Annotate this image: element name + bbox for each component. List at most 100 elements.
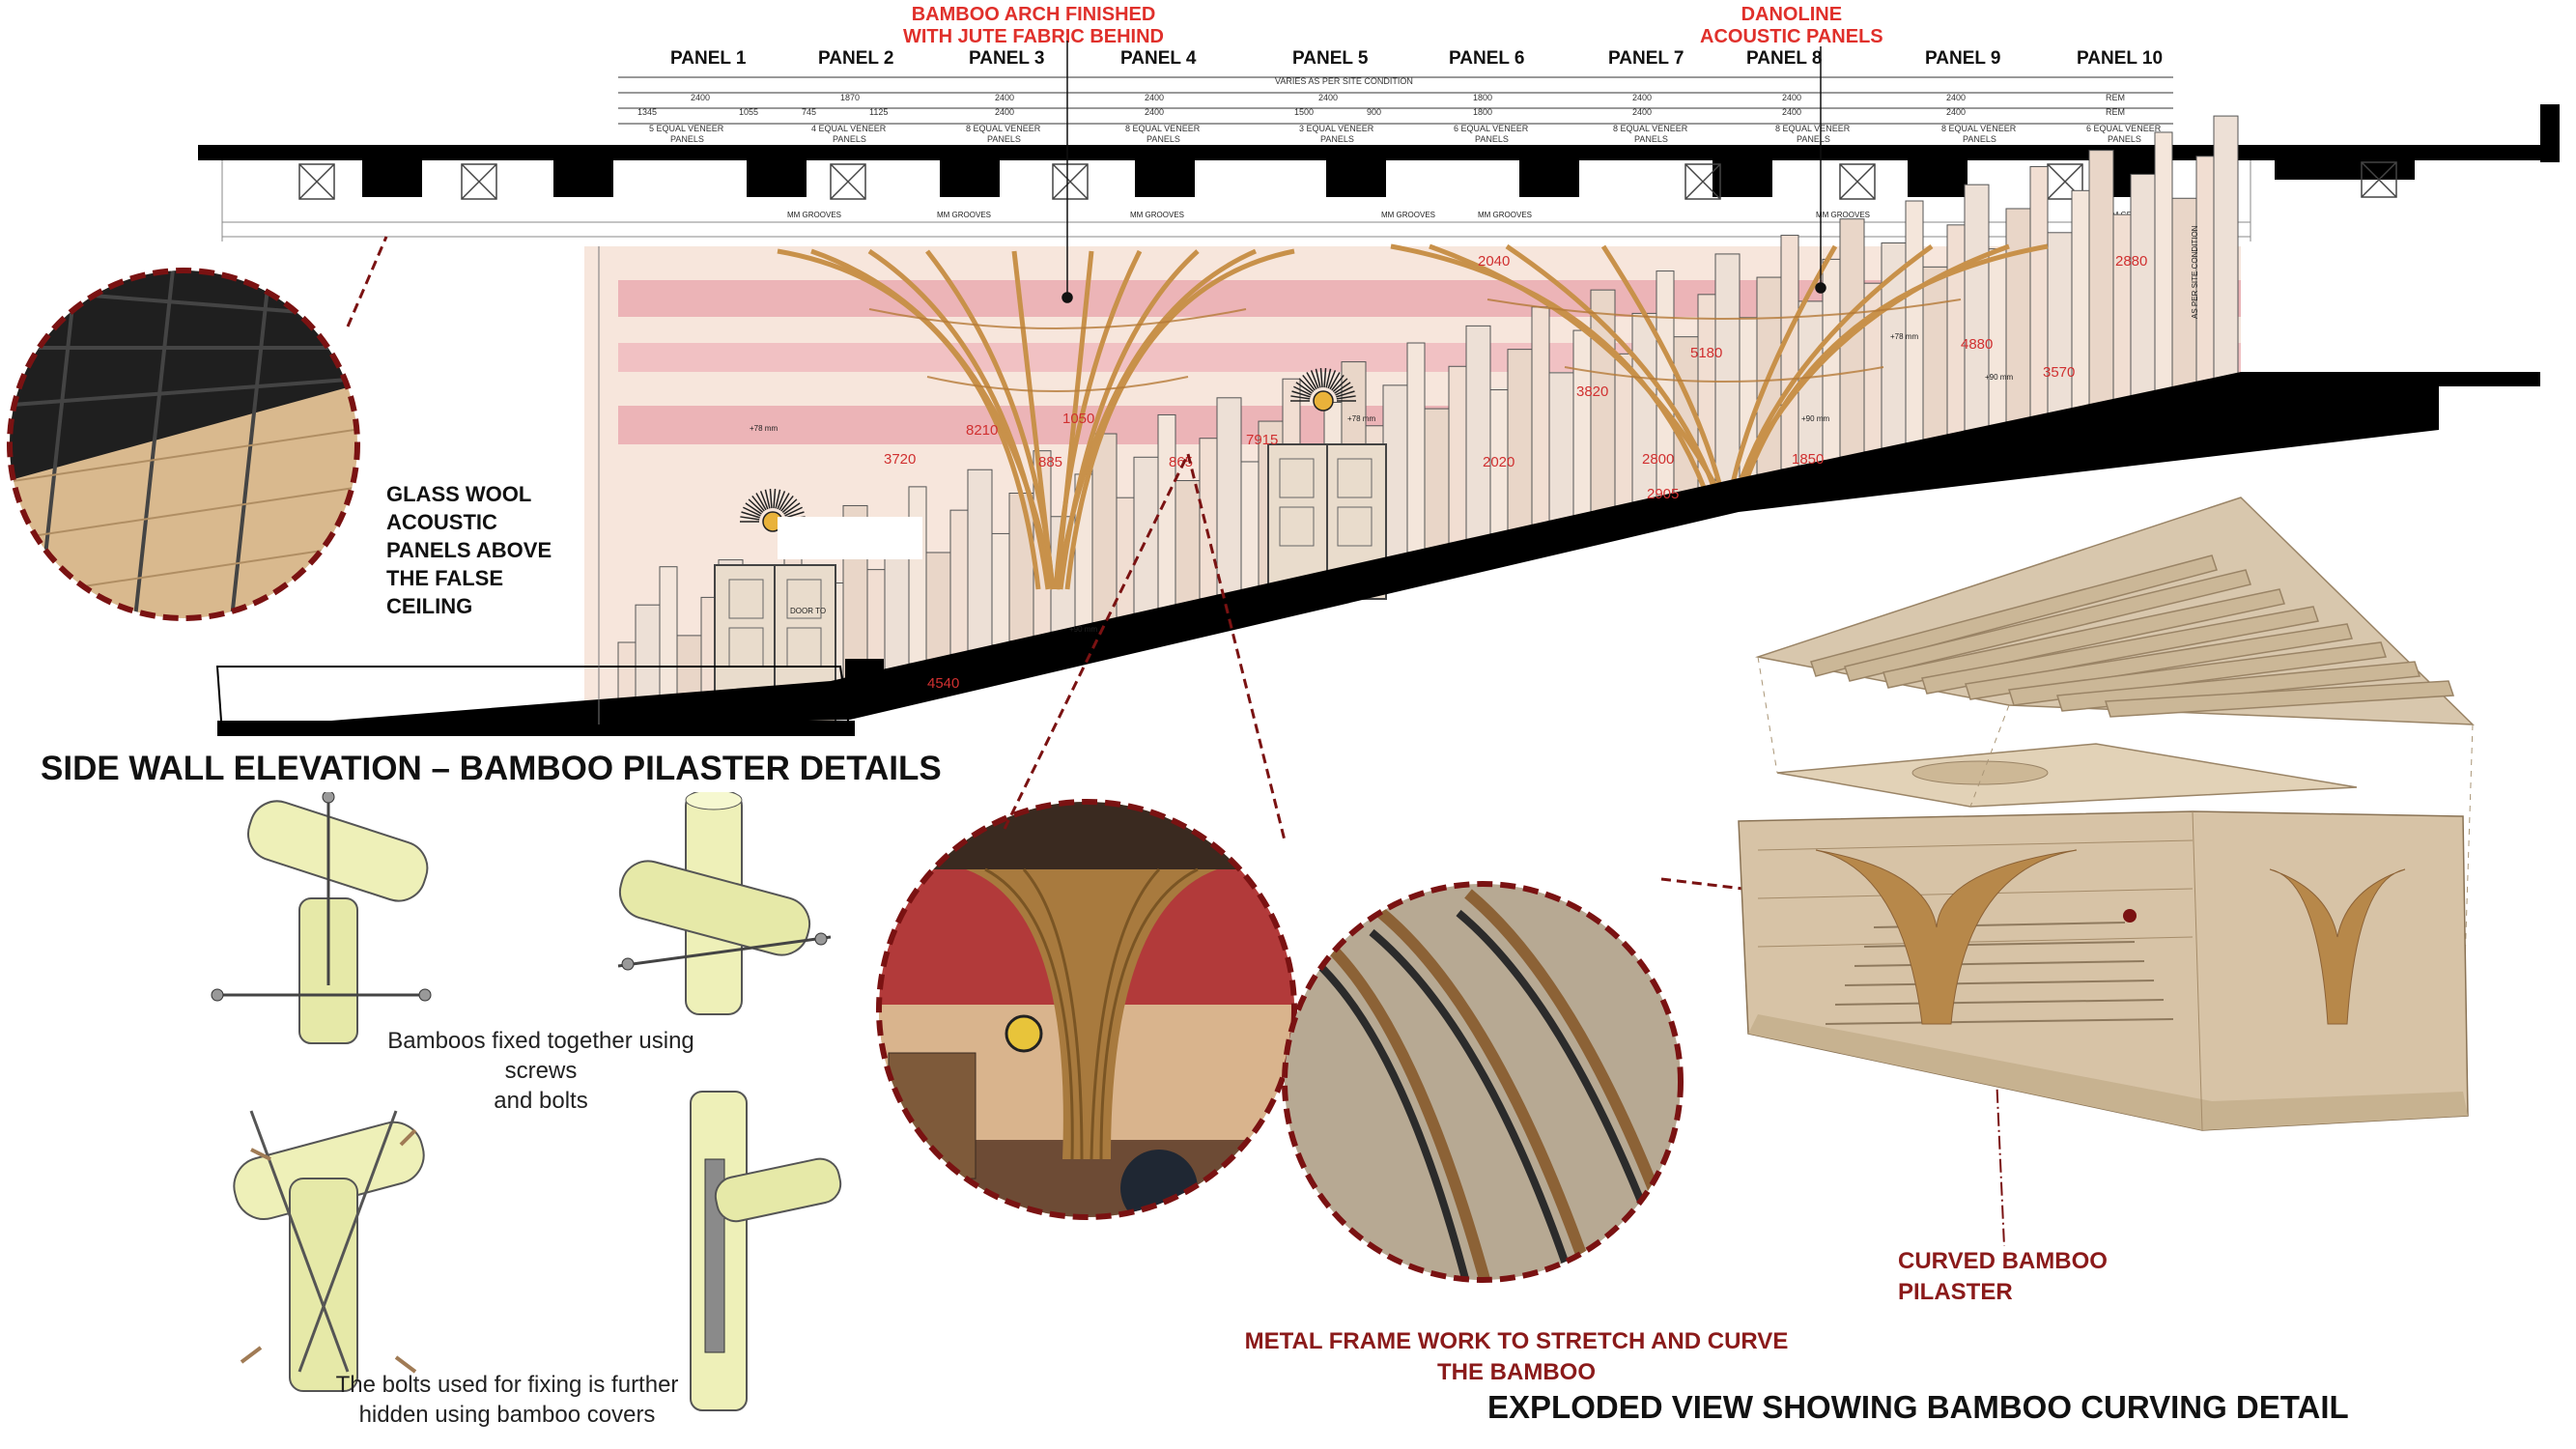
veneer-panel: [2213, 115, 2239, 380]
sub-width-13: REM: [2106, 107, 2125, 117]
bamboo-arch-cross-bands: [868, 298, 1962, 392]
exploded-view-drawing: [1738, 497, 2475, 1131]
red-dim-10: 3570: [2043, 364, 2075, 381]
metal-frame-label-line1: METAL FRAME WORK TO STRETCH AND CURVE: [1244, 1328, 1789, 1354]
offset-note-6: +90 mm: [1985, 373, 2013, 382]
veneer-panel: [2088, 150, 2114, 406]
sunburst-ray: [775, 489, 781, 509]
glass-wool-leader: [346, 236, 388, 327]
sunburst-ray: [1336, 390, 1355, 398]
metal-frame-label: METAL FRAME WORK TO STRETCH AND CURVE TH…: [1198, 1326, 1835, 1388]
veneer-panel: [866, 569, 886, 674]
sunburst-ray: [743, 506, 761, 517]
side-wall-title: SIDE WALL ELEVATION – BAMBOO PILASTER DE…: [41, 750, 942, 787]
veneer-note-7-panels: PANELS: [1634, 134, 1668, 144]
veneer-panel: [1780, 235, 1799, 470]
sunburst-ray: [1327, 370, 1337, 389]
sunburst-ray: [1319, 368, 1323, 388]
veneer-panel: [1465, 325, 1491, 540]
red-dim-2: 2880: [2115, 253, 2147, 270]
sunburst-ray: [1325, 368, 1332, 388]
joint-sketch-4: [690, 1091, 842, 1411]
dim-varies: VARIES AS PER SITE CONDITION: [1275, 76, 1413, 86]
sunburst-ray: [780, 495, 794, 512]
glass-wool-line-5: CEILING: [386, 594, 473, 618]
veneer-panel: [1116, 497, 1135, 618]
glass-wool-line-1: GLASS WOOL: [386, 482, 532, 506]
sunburst-ray: [745, 502, 762, 515]
sunburst-ray: [1293, 385, 1312, 396]
sunburst-ray: [1298, 378, 1315, 393]
dimension-lines: [618, 76, 2173, 125]
sunburst-ray: [748, 498, 764, 514]
panel-label-8: PANEL 8: [1746, 48, 1823, 69]
panel-width-7: 2400: [1632, 93, 1652, 102]
glass-wool-line-3: PANELS ABOVE: [386, 538, 552, 562]
veneer-panel: [1922, 266, 1948, 440]
bolts-hidden-note-line2: hidden using bamboo covers: [358, 1402, 656, 1428]
danoline-callout: DANOLINE ACOUSTIC PANELS: [1700, 4, 1883, 48]
panel-label-10: PANEL 10: [2077, 48, 2164, 69]
sunburst-ray: [781, 498, 798, 514]
sunburst-ray: [740, 516, 760, 521]
sunburst-ray: [1335, 385, 1353, 396]
red-dim-14: 8210: [966, 422, 998, 439]
veneer-panel: [1008, 492, 1034, 642]
glass-wool-detail: [7, 268, 360, 621]
red-dim-1: 2040: [1478, 253, 1510, 270]
interior-photo-circle: [876, 799, 1297, 1220]
panel-width-2: 1870: [840, 93, 860, 102]
red-dim-17: 4540: [927, 675, 959, 692]
sunburst-ray: [777, 491, 786, 510]
panel-label-7: PANEL 7: [1608, 48, 1684, 69]
panel-width-3: 2400: [995, 93, 1014, 102]
sunburst-ray: [1291, 390, 1311, 398]
sunburst-ray: [1332, 378, 1348, 393]
panel-label-9: PANEL 9: [1925, 48, 2001, 69]
offset-note-5: +90 mm: [1801, 414, 1829, 423]
red-dim-5: 2800: [1642, 451, 1674, 468]
sub-width-11: 2400: [1782, 107, 1801, 117]
veneer-panel: [2130, 173, 2156, 397]
exploded-view-title: EXPLODED VIEW SHOWING BAMBOO CURVING DET…: [1487, 1389, 2349, 1425]
sub-width-12: 2400: [1946, 107, 1966, 117]
sub-width-5: 2400: [995, 107, 1014, 117]
side-wall-elevation-drawing: VARIES AS PER SITE CONDITION 2400 1870 240…: [198, 41, 2560, 736]
veneer-note-7: 8 EQUAL VENEER: [1613, 124, 1688, 133]
groove-label-5: MM GROOVES: [1478, 211, 1532, 219]
sub-width-9: 1800: [1473, 107, 1492, 117]
veneer-panel: [1572, 329, 1592, 517]
curved-pilaster-label: CURVED BAMBOO PILASTER: [1898, 1246, 2108, 1308]
red-dim-4: 2020: [1483, 454, 1514, 470]
joint-sketch-1: [211, 792, 432, 1044]
veneer-note-9: 8 EQUAL VENEER: [1941, 124, 2017, 133]
veneer-panel: [1157, 413, 1176, 609]
bamboo-fix-note-line2: screws: [504, 1058, 578, 1084]
veneer-panel: [1507, 349, 1533, 531]
bamboo-arch-callout: BAMBOO ARCH FINISHED WITH JUTE FABRIC BE…: [903, 4, 1164, 48]
panel-label-6: PANEL 6: [1449, 48, 1525, 69]
panel-width-10: REM: [2106, 93, 2125, 102]
red-dim-9: 3820: [1576, 384, 1608, 400]
veneer-panel: [1199, 438, 1218, 600]
veneer-panel: [1531, 306, 1550, 526]
danoline-callout-line1: DANOLINE: [1741, 4, 1843, 25]
veneer-panel: [949, 509, 969, 655]
red-dim-7: 1850: [1792, 451, 1824, 468]
danoline-callout-line2: ACOUSTIC PANELS: [1700, 26, 1883, 47]
veneer-note-4-panels: PANELS: [1146, 134, 1180, 144]
sunburst-ray: [1310, 370, 1319, 389]
sub-width-10: 2400: [1632, 107, 1652, 117]
veneer-note-8: 8 EQUAL VENEER: [1775, 124, 1851, 133]
groove-label-4: MM GROOVES: [1381, 211, 1435, 219]
floor-base: [217, 721, 855, 736]
veneer-panel: [1448, 365, 1467, 544]
panel-width-1: 2400: [691, 93, 710, 102]
veneer-panel: [991, 532, 1010, 646]
veneer-panel: [1091, 433, 1118, 624]
bamboo-fix-note: Bamboos fixed together using screws and …: [333, 1026, 749, 1116]
